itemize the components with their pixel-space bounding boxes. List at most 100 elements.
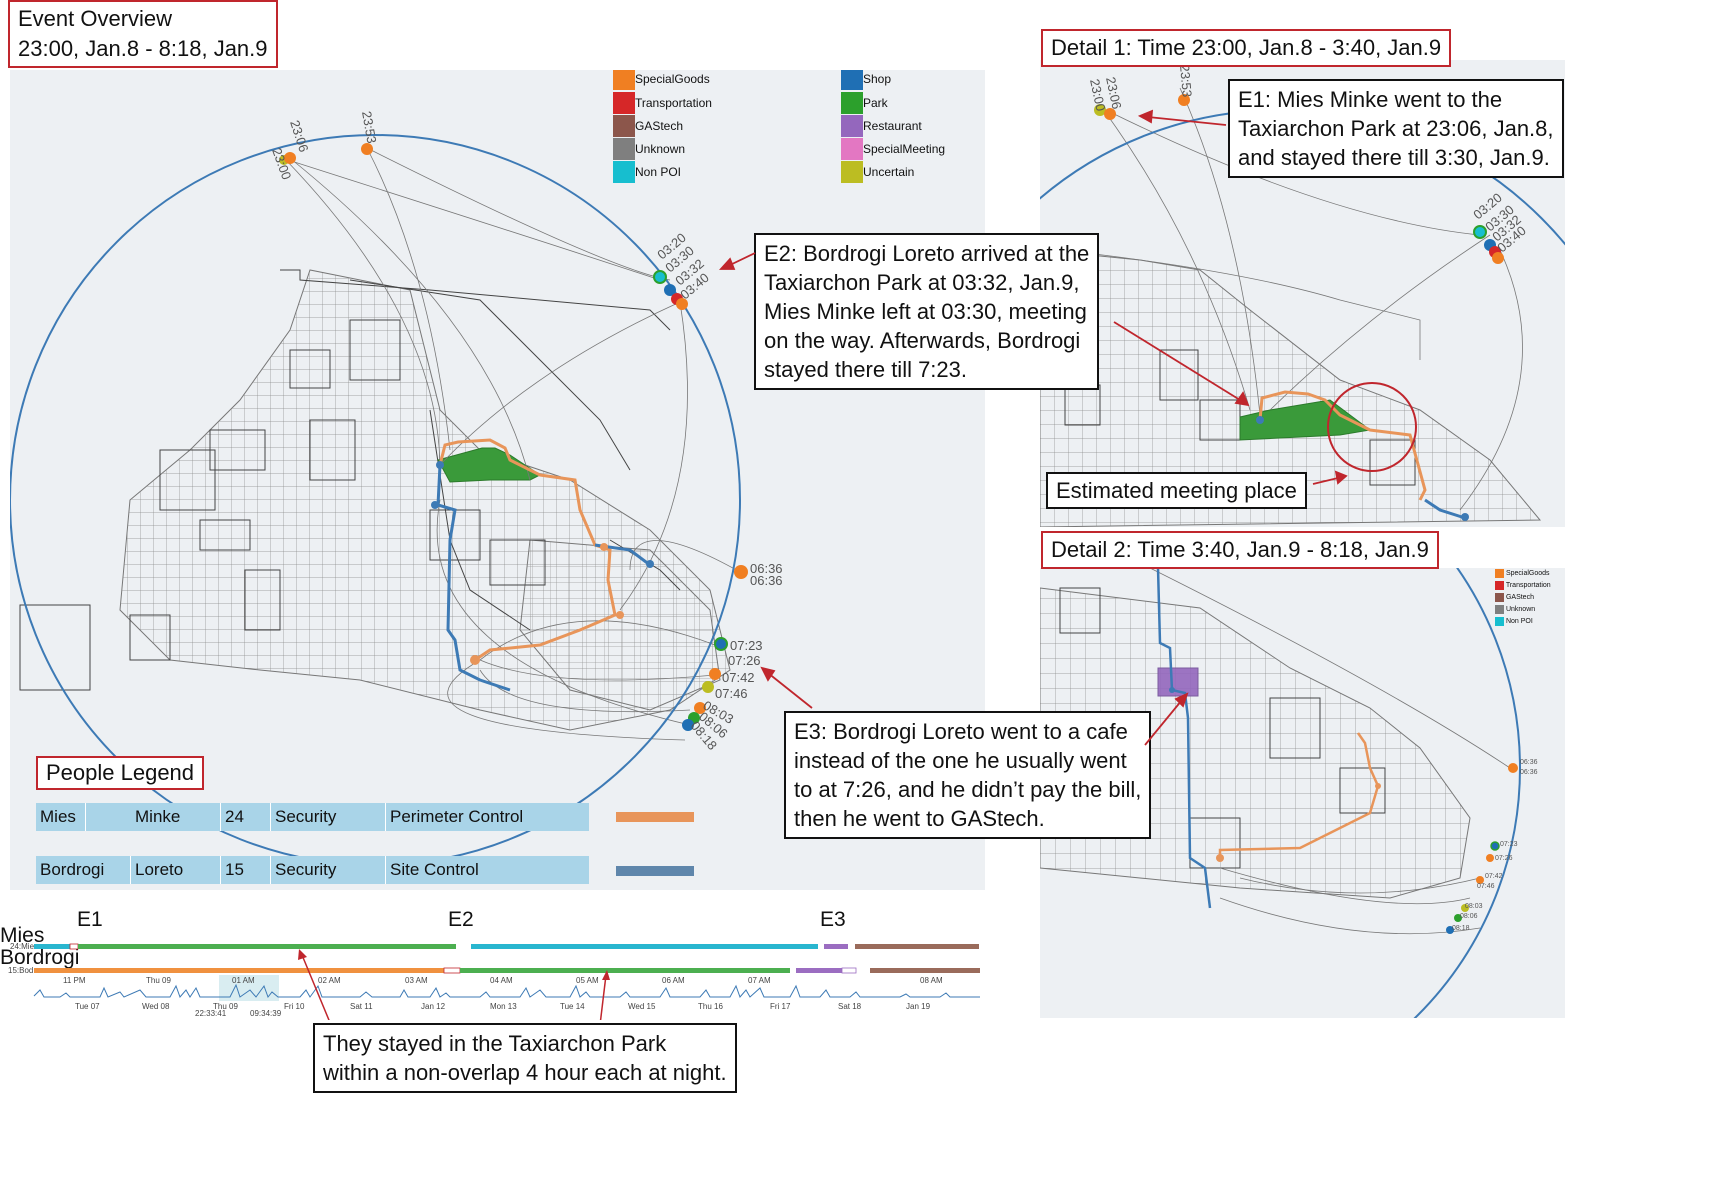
row-tag-mies: 24:Mie — [10, 942, 35, 951]
bottom-tick: Tue 14 — [560, 1002, 585, 1011]
bottom-tick: Thu 16 — [698, 1002, 723, 1011]
mies-route — [1218, 732, 1380, 858]
time-label: 07:42 — [722, 670, 755, 685]
people-legend-title: People Legend — [36, 756, 205, 790]
overview-panel: 23:00 23:06 23:53 03:20 03:30 03:32 03:4… — [10, 70, 985, 890]
time-label: 07:26 — [728, 653, 761, 668]
legend-park: Park — [841, 92, 888, 114]
timeline-bars[interactable] — [0, 900, 985, 1020]
person-dept: Security — [271, 856, 386, 884]
time-label: 06:36 — [1520, 759, 1538, 766]
bordrogi-line-swatch — [616, 866, 694, 876]
top-tick: 03 AM — [405, 976, 428, 985]
legend-uncertain: Uncertain — [841, 161, 914, 183]
time-label: 06:36 — [1520, 769, 1538, 776]
time-label: 07:42 — [1485, 873, 1503, 880]
time-label: 23:06 — [287, 118, 311, 154]
overview-title-line2: 23:00, Jan.8 - 8:18, Jan.9 — [18, 36, 268, 61]
detail2-time-circle — [1413, 568, 1521, 1018]
callout-line: stayed there till 7:23. — [764, 357, 968, 382]
callout-e3: E3: Bordrogi Loreto went to a cafe inste… — [784, 711, 1152, 839]
time-label: 23:53 — [1177, 64, 1195, 98]
overview-time-nodes — [279, 143, 748, 731]
callout-line: Taxiarchon Park at 23:06, Jan.8, — [1238, 116, 1554, 141]
top-tick: 01 AM — [232, 976, 255, 985]
top-tick: 04 AM — [490, 976, 513, 985]
bottom-tick: Thu 09 — [213, 1002, 238, 1011]
legend-specialmeeting: SpecialMeeting — [841, 138, 945, 160]
callout-line: They stayed in the Taxiarchon Park — [323, 1031, 667, 1056]
callout-timeline-note: They stayed in the Taxiarchon Park withi… — [313, 1023, 737, 1093]
person-id: 24 — [221, 803, 271, 831]
bottom-tick: Wed 08 — [142, 1002, 170, 1011]
legend-restaurant: Restaurant — [841, 115, 922, 137]
timeline-person-bordrogi: Bordrogi — [0, 946, 80, 969]
legend-shop: Shop — [841, 70, 891, 90]
legend-unknown-small: Unknown — [1495, 604, 1551, 616]
person-row-bordrogi[interactable]: Bordrogi Loreto 15 Security Site Control — [36, 856, 589, 884]
overview-title-line1: Event Overview — [18, 6, 173, 31]
brush-start-label: 22:33:41 — [195, 1009, 227, 1018]
taxiarchon-park — [1239, 399, 1372, 441]
callout-line: then he went to GAStech. — [794, 806, 1045, 831]
brush-end-label: 09:34:39 — [250, 1009, 282, 1018]
legend-nonpoi-small: Non POI — [1495, 616, 1551, 628]
activity-sparkline — [33, 983, 980, 999]
bottom-tick: Jan 19 — [906, 1002, 931, 1011]
legend-specialgoods: SpecialGoods — [613, 70, 710, 90]
legend-transportation: Transportation — [613, 92, 712, 114]
callout-e2: E2: Bordrogi Loreto arrived at the Taxia… — [754, 233, 1100, 390]
overview-map: 23:00 23:06 23:53 03:20 03:30 03:32 03:4… — [10, 110, 783, 866]
person-last-name: Minke — [131, 803, 221, 831]
person-first-name: Bordrogi — [36, 856, 131, 884]
person-row-mies[interactable]: Mies Minke 24 Security Perimeter Control — [36, 803, 589, 831]
swatch-icon — [613, 138, 635, 160]
row-tag-bordrogi: 15:Bod — [8, 966, 34, 975]
callout-line: Taxiarchon Park at 03:32, Jan.9, — [764, 270, 1080, 295]
detail1-time-nodes — [1094, 94, 1504, 264]
callout-line: E2: Bordrogi Loreto arrived at the — [764, 241, 1090, 266]
bottom-tick: Fri 17 — [770, 1002, 791, 1011]
time-label: 07:23 — [1500, 841, 1518, 848]
callout-line: and stayed there till 3:30, Jan.9. — [1238, 145, 1550, 170]
bottom-tick: Jan 12 — [421, 1002, 446, 1011]
bottom-tick: Sat 18 — [838, 1002, 862, 1011]
bottom-tick: Mon 13 — [490, 1002, 517, 1011]
person-title: Site Control — [390, 860, 479, 879]
mies-route — [438, 438, 617, 662]
person-dept: Security — [271, 803, 386, 831]
time-label: 08:03 — [1465, 903, 1483, 910]
callout-e1: E1: Mies Minke went to the Taxiarchon Pa… — [1228, 79, 1564, 178]
swatch-icon — [841, 138, 863, 160]
callout-line: instead of the one he usually went — [794, 748, 1127, 773]
time-label: 06:36 — [750, 561, 783, 576]
time-label: 08:06 — [1460, 913, 1478, 920]
callout-line: to at 7:26, and he didn’t pay the bill, — [794, 777, 1142, 802]
swatch-icon — [613, 70, 635, 90]
swatch-icon — [613, 92, 635, 114]
bottom-tick: Sat 11 — [350, 1002, 373, 1011]
person-id: 15 — [221, 856, 271, 884]
mies-line-swatch — [616, 812, 694, 822]
detail1-map: 23:00 23:06 23:53 03:20 03:30 03:32 03:4… — [1040, 64, 1565, 527]
legend-transportation-small: Transportation — [1495, 580, 1551, 592]
callout-meeting-place: Estimated meeting place — [1046, 472, 1307, 509]
time-label: 23:06 — [1103, 76, 1124, 111]
detail2-legend: SpecialGoods Transportation GAStech Unkn… — [1495, 568, 1551, 628]
top-tick: Thu 09 — [146, 976, 171, 985]
bottom-tick: Tue 07 — [75, 1002, 100, 1011]
time-label: 08:18 — [1452, 925, 1470, 932]
bordrogi-route — [1424, 498, 1466, 520]
time-label: 23:00 — [1087, 78, 1108, 113]
callout-line: Mies Minke left at 03:30, meeting — [764, 299, 1087, 324]
callout-line: on the way. Afterwards, Bordrogi — [764, 328, 1081, 353]
callout-line: within a non-overlap 4 hour each at nigh… — [323, 1060, 727, 1085]
timeline-panel: E1 E2 E3 Mies Bordrogi 24:Mie 15:Bod 11 … — [0, 900, 985, 1020]
top-tick: 11 PM — [63, 976, 86, 985]
swatch-icon — [841, 70, 863, 90]
legend-gastech-small: GAStech — [1495, 592, 1551, 604]
bordrogi-route — [436, 464, 511, 692]
top-tick: 06 AM — [662, 976, 685, 985]
meeting-place-circle — [1327, 382, 1417, 472]
time-label: 07:23 — [730, 638, 763, 653]
